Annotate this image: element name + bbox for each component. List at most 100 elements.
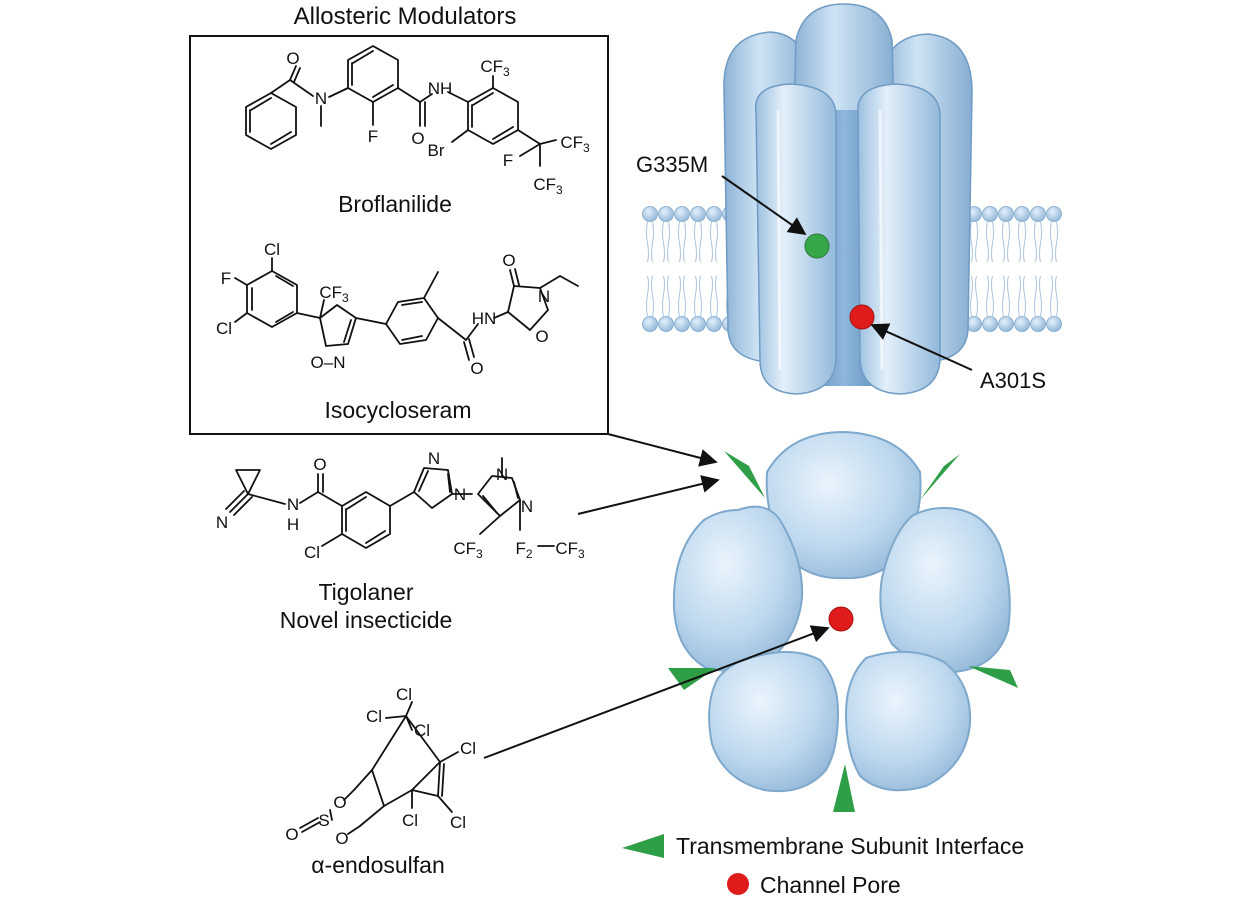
atom-label: O [502,251,515,270]
atom-label: H [287,515,299,534]
atom-label: O–N [311,353,346,372]
lipid-tail [1007,220,1010,263]
atom-label: Cl [304,543,320,562]
lipid-tail [986,275,989,318]
lipid-head [1030,316,1046,332]
atom-label: CF3 [480,57,510,79]
lipid-head [690,316,706,332]
a301s-marker [849,304,875,330]
lipid-tail [683,275,686,318]
tigolaner-note: Novel insecticide [280,607,453,633]
atom-label: N [216,513,228,532]
g335m-label: G335M [636,152,708,177]
lipid-head [1046,206,1062,222]
legend-pore-label: Channel Pore [760,872,901,898]
atom-label: O [333,793,346,812]
a301s-arrow [870,323,973,371]
broflanilide-label: Broflanilide [338,191,452,217]
atom-label: NH [428,79,453,98]
subunit-bottom-left [708,651,840,793]
lipid-head [690,206,706,222]
atom-label: CF3 [555,539,585,561]
lipid-tail [1034,220,1037,263]
lipid-tail [646,275,649,318]
atom-label: O [535,327,548,346]
legend-interface-label: Transmembrane Subunit Interface [676,833,1024,859]
red-dot-icon [727,873,749,895]
lipid-tail [694,220,697,263]
modulators-title: Allosteric Modulators [294,3,517,30]
g335m-arrow [721,175,807,236]
subunit-bottom-right [844,650,972,792]
lipid-tail [975,275,978,318]
atom-label: N [538,287,550,306]
atom-label: F2 [515,539,532,561]
lipid-head [658,316,674,332]
lipid-tail [970,220,973,263]
atom-label: CF3 [319,283,349,305]
lipid-head [642,316,658,332]
lipid-head [982,206,998,222]
atom-label: N [315,89,327,108]
atom-label: O [335,829,348,848]
lipid-head [1046,316,1062,332]
endosulfan-label: α-endosulfan [311,852,445,878]
atom-label: CF3 [453,539,483,561]
broflanilide-structure: O N F O NH CF3 Br CF3 F CF3 [245,45,590,197]
allosteric-modulators-box [189,35,609,435]
g335m-marker [804,233,830,259]
lipid-tail [667,220,670,263]
atom-label: N [521,497,533,516]
lipid-tail [678,275,681,318]
lipid-head [658,206,674,222]
lipid-head [706,206,722,222]
lipid-tail [715,275,718,318]
interface-marker-top-left [724,451,765,498]
lipid-head [642,206,658,222]
atom-label: CF3 [533,175,563,197]
lipid-tail [991,220,994,263]
lipid-tail [1018,275,1021,318]
atom-label: Cl [450,813,466,832]
lipid-tail [1023,275,1026,318]
lipid-tail [1039,275,1042,318]
atom-label: HN [472,309,497,328]
interface-marker-top-right [920,454,960,500]
atom-label: Cl [460,739,476,758]
lipid-head [998,316,1014,332]
atom-label: Cl [216,319,232,338]
lipid-tail [1018,220,1021,263]
atom-label: O [470,359,483,378]
isocycloseram-structure: Cl F Cl CF3 O–N O HN O N O [216,240,579,378]
subunit-right [879,506,1011,674]
modulators-arrow [607,433,718,467]
atom-label: Cl [402,811,418,830]
interface-marker-right [968,666,1018,688]
atom-label: Cl [414,721,430,740]
lipid-tail [1039,220,1042,263]
lipid-tail [678,220,681,263]
lipid-head [674,316,690,332]
atom-label: N [428,449,440,468]
lipid-tail [975,220,978,263]
atom-label: F [503,151,513,170]
atom-label: N [454,485,466,504]
lipid-tail [694,275,697,318]
lipid-head [982,316,998,332]
lipid-head [674,206,690,222]
atom-label: S [318,811,329,830]
endosulfan-structure: Cl Cl Cl Cl Cl Cl O O S O [285,685,476,848]
channel-side-view [723,3,973,395]
lipid-head [1014,206,1030,222]
atom-label: O [285,825,298,844]
lipid-tail [970,275,973,318]
tigolaner-arrow [577,475,720,515]
channel-top-view [672,430,1011,793]
atom-label: F [221,269,231,288]
lipid-tail [651,275,654,318]
legend: Transmembrane Subunit Interface Channel … [622,833,1024,898]
lipid-tail [1023,220,1026,263]
lipid-tail [667,275,670,318]
atom-label: O [313,455,326,474]
lipid-head [1030,206,1046,222]
